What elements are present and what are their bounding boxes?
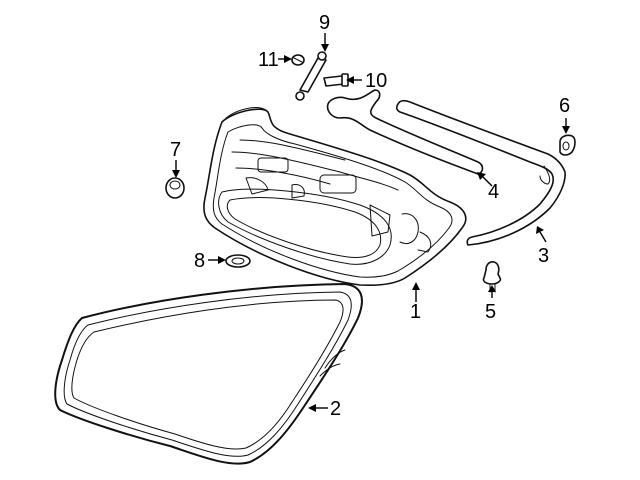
callout-4: 4 [488,181,499,203]
callout-2: 2 [330,398,341,420]
lift-support-strut [295,51,327,101]
grommet [165,177,185,199]
callout-5: 5 [485,301,496,323]
callout-6: 6 [559,95,570,117]
callout-10: 10 [365,70,387,92]
bolt [323,73,349,87]
callout-9: 9 [319,12,330,34]
stopper [559,134,576,156]
long-weatherstrip [395,99,566,246]
callout-3: 3 [538,245,549,267]
seal-strip [326,89,484,175]
leader-lines [172,33,570,412]
emblem [225,254,251,268]
callout-7: 7 [170,139,181,161]
callout-11: 11 [258,49,279,71]
weatherstrip-seal [54,283,363,465]
callout-1: 1 [410,301,421,323]
callout-8: 8 [194,250,205,272]
trunk-lid [203,107,467,287]
bumper-plug [291,54,305,66]
